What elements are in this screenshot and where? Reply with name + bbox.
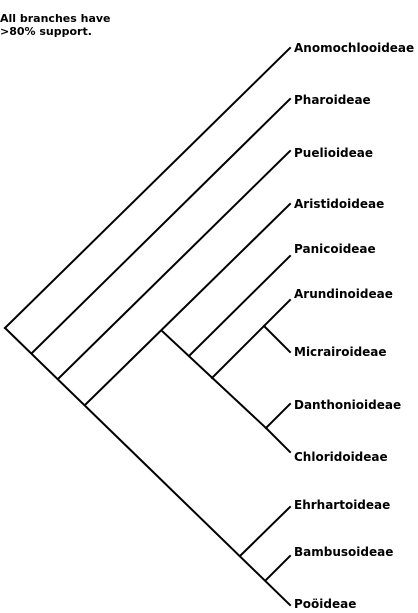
branch-root-to-pooideae bbox=[3, 326, 292, 607]
branch-anomochlooideae bbox=[3, 46, 292, 330]
label-aristidoideae: Aristidoideae bbox=[294, 197, 384, 211]
label-panicoideae: Panicoideae bbox=[294, 242, 376, 256]
support-note-line-1: All branches have bbox=[0, 12, 111, 25]
branch-panicoideae bbox=[187, 254, 292, 358]
branch-bambusoideae bbox=[264, 554, 292, 582]
label-bambusoideae: Bambusoideae bbox=[294, 545, 393, 559]
branch-bop-pacmad-split bbox=[83, 202, 292, 407]
branch-pacmad-crown bbox=[160, 329, 268, 430]
label-danthonioideae: Danthonioideae bbox=[294, 398, 401, 412]
label-puelioideae: Puelioideae bbox=[294, 146, 373, 160]
branch-ehrhartoideae bbox=[238, 505, 292, 558]
branch-pharoideae bbox=[30, 97, 292, 355]
taxon-labels: Anomochlooideae Pharoideae Puelioideae A… bbox=[294, 41, 414, 611]
branch-danthonioideae bbox=[264, 402, 292, 430]
branch-micrairoideae-pair bbox=[262, 324, 292, 354]
label-arundinoideae: Arundinoideae bbox=[294, 287, 393, 301]
branch-arundinoideae bbox=[210, 298, 292, 380]
label-pooideae: Poöideae bbox=[294, 597, 356, 611]
label-pharoideae: Pharoideae bbox=[294, 93, 371, 107]
branch-puelioideae bbox=[56, 149, 292, 381]
label-ehrhartoideae: Ehrhartoideae bbox=[294, 498, 390, 512]
label-micrairoideae: Micrairoideae bbox=[294, 345, 387, 359]
support-note-line-2: >80% support. bbox=[0, 25, 92, 38]
label-anomochlooideae: Anomochlooideae bbox=[294, 41, 414, 55]
label-chloridoideae: Chloridoideae bbox=[294, 450, 388, 464]
support-note: All branches have >80% support. bbox=[0, 12, 180, 38]
tree-branches bbox=[3, 46, 292, 607]
branch-chloridoideae bbox=[264, 426, 292, 454]
